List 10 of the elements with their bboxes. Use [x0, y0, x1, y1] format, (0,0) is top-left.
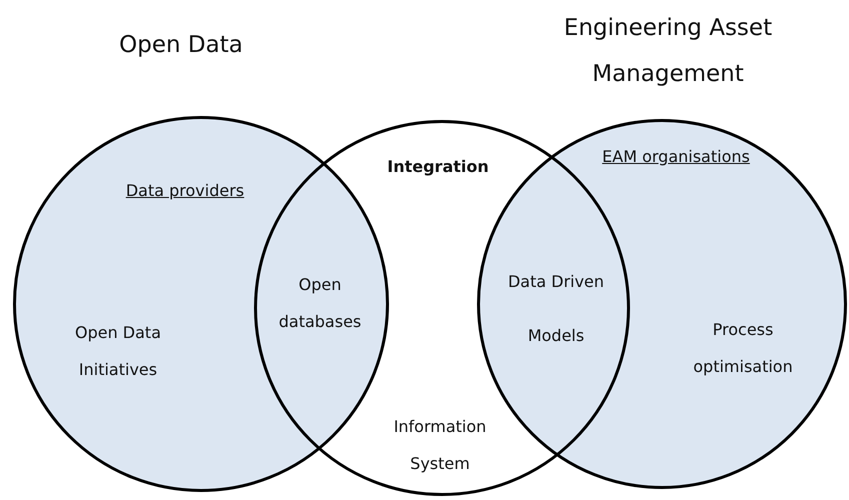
- overlap-label: Data Driven Models: [506, 271, 606, 347]
- set-label: Open Data Initiatives: [74, 322, 162, 381]
- set-heading: Open Data: [118, 31, 244, 60]
- set-label: Process optimisation: [692, 319, 794, 378]
- set-heading: Engineering Asset Management: [562, 14, 774, 89]
- set-label: Information System: [392, 416, 488, 475]
- overlap-label: Open databases: [278, 274, 362, 333]
- set-subheading: EAM organisations: [601, 146, 751, 168]
- set-subheading: Data providers: [124, 180, 246, 202]
- set-label: Integration: [386, 156, 490, 178]
